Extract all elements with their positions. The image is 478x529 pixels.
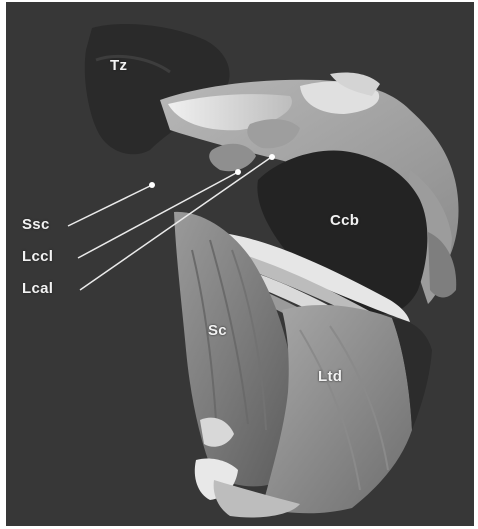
label-ltd: Ltd — [318, 368, 342, 385]
label-ccb: Ccb — [330, 212, 359, 229]
label-lcal: Lcal — [22, 280, 53, 297]
label-tz: Tz — [110, 57, 127, 74]
label-lccl: Lccl — [22, 248, 53, 265]
label-ssc: Ssc — [22, 216, 50, 233]
label-sc: Sc — [208, 322, 227, 339]
